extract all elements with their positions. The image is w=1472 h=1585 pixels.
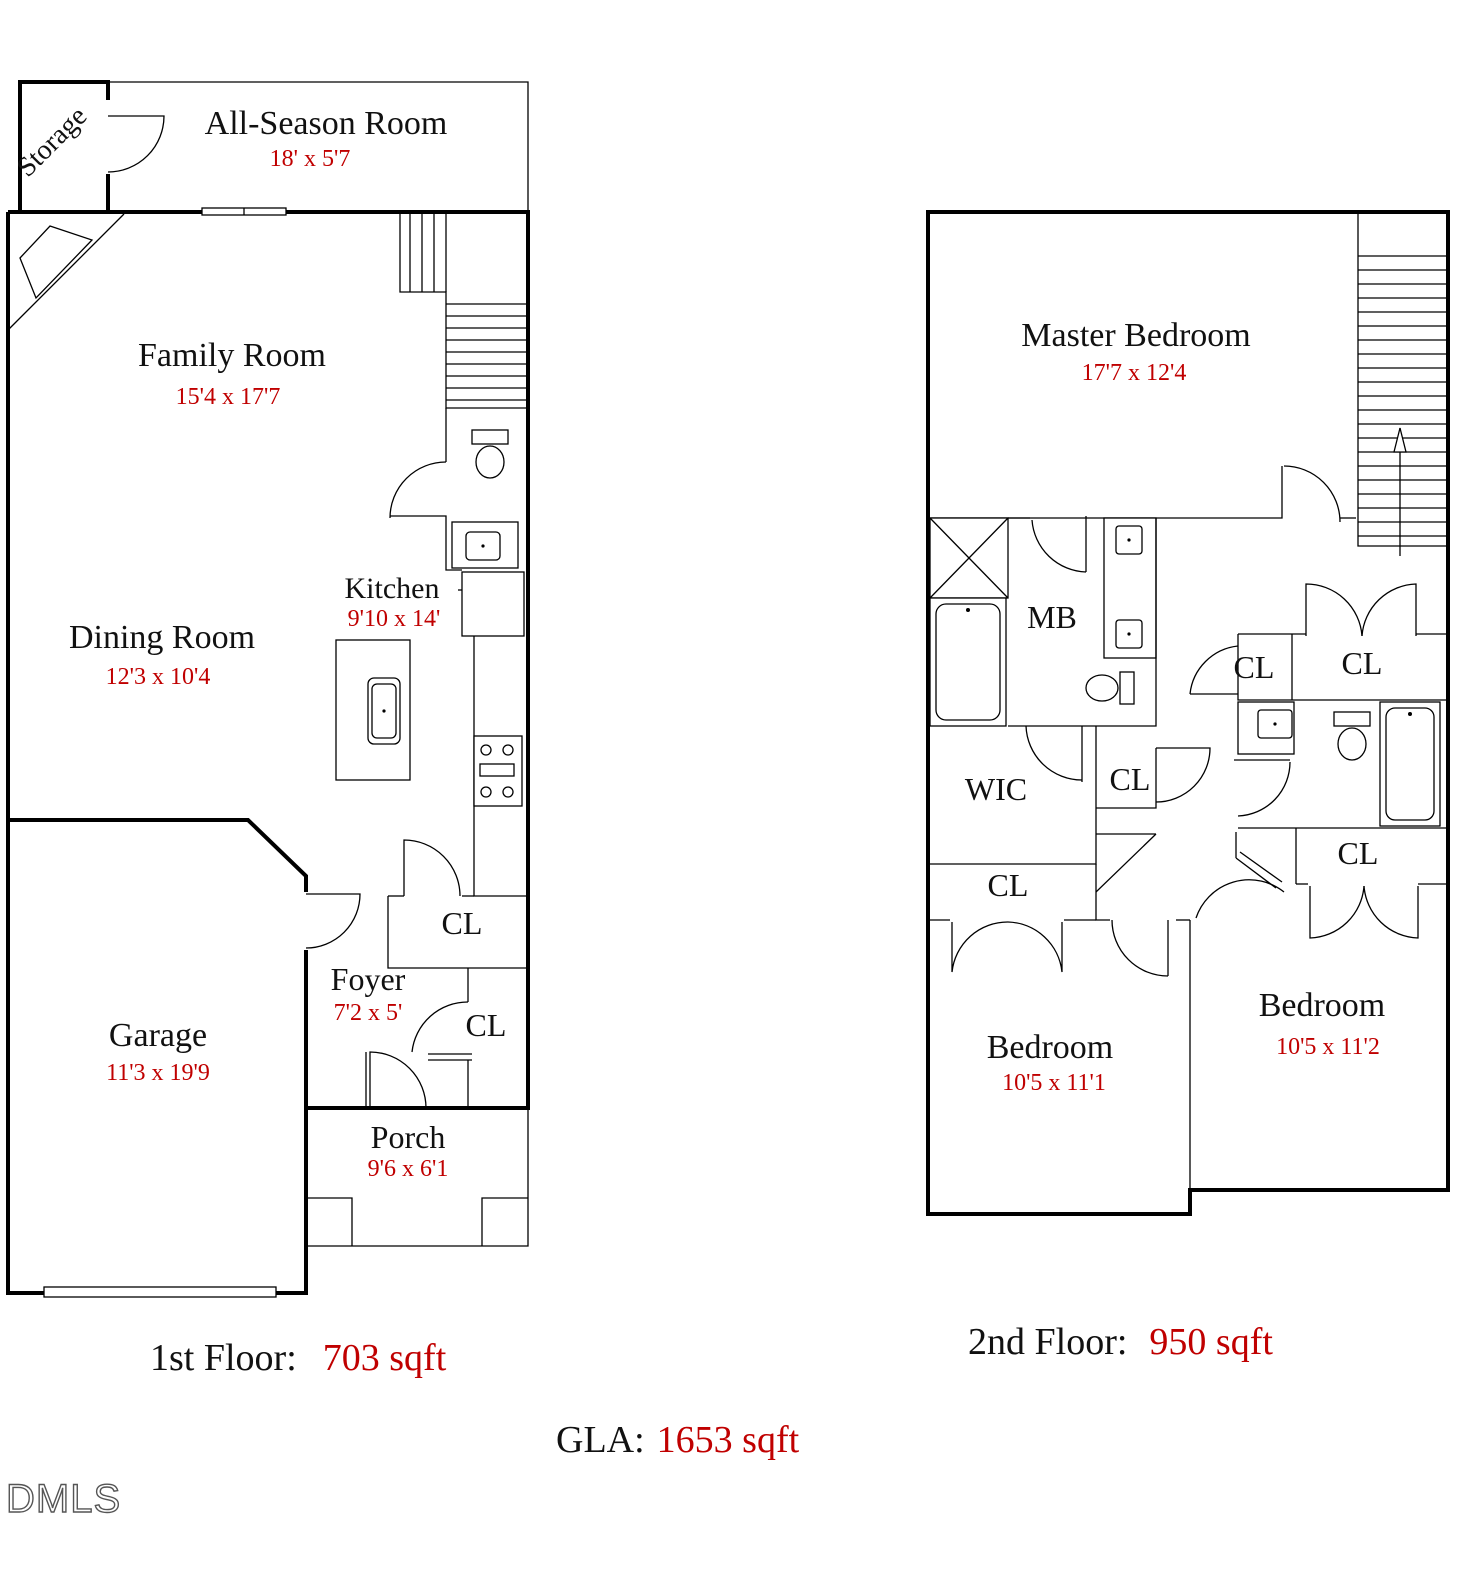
closet-c-label: CL [1234, 649, 1275, 685]
master-bedroom-dim: 17'7 x 12'4 [1082, 360, 1187, 386]
closet-d-label: CL [1342, 645, 1383, 681]
toilet-tank [1119, 671, 1135, 705]
toilet-icon [1085, 674, 1119, 702]
bedroom-left-dim: 10'5 x 11'1 [1002, 1070, 1106, 1096]
foyer-name: Foyer [331, 961, 406, 997]
family-room-dim: 15'4 x 17'7 [176, 384, 281, 410]
master-bedroom-door [1283, 465, 1341, 523]
bathtub-master [929, 597, 1007, 727]
master-bath [929, 516, 1157, 782]
dining-room-dim: 12'3 x 10'4 [106, 664, 211, 690]
master-bedroom-name: Master Bedroom [1021, 317, 1250, 354]
storage-door [107, 115, 165, 173]
master-bath-label: MB [1027, 599, 1077, 635]
kitchen-fixtures [335, 571, 528, 897]
main-exterior-walls [8, 210, 530, 1110]
bedroom-left-name: Bedroom [987, 1029, 1114, 1066]
porch-outline [305, 1110, 529, 1247]
all-season-room-name: All-Season Room [205, 105, 448, 142]
first-floor-summary: 1st Floor: 703 sqft [150, 1337, 447, 1379]
foyer-dim: 7'2 x 5' [334, 1000, 403, 1026]
garage-dim: 11'3 x 19'9 [106, 1060, 210, 1086]
toilet-icon [475, 445, 505, 479]
master-bath-door [1031, 519, 1087, 573]
second-floor-plan: Master Bedroom 17'7 x 12'4 MB CL CL WIC … [926, 210, 1450, 1216]
second-floor-summary: 2nd Floor: 950 sqft [968, 1321, 1273, 1363]
closet-e [1235, 828, 1446, 939]
garage-door [305, 893, 361, 949]
dining-room-name: Dining Room [69, 619, 255, 656]
hall-bath [1234, 701, 1446, 858]
first-floor-plan: Storage All-Season Room 18' x 5'7 Family… [6, 80, 530, 1298]
bedroom-right-dim: 10'5 x 11'2 [1276, 1034, 1380, 1060]
first-floor-sqft: 703 sqft [323, 1337, 447, 1379]
closet-c-door [1189, 645, 1239, 695]
porch-dim: 9'6 x 6'1 [368, 1156, 449, 1182]
gla-summary: GLA: 1653 sqft [556, 1419, 800, 1461]
watermark-logo: DMLS [6, 1477, 121, 1521]
range-control [479, 763, 515, 777]
bedroom-right-name: Bedroom [1259, 987, 1386, 1024]
all-season-room-dim: 18' x 5'7 [270, 146, 351, 172]
closet-2-label: CL [466, 1007, 507, 1043]
first-floor-label: 1st Floor: [150, 1337, 297, 1379]
gla-label: GLA: [556, 1419, 645, 1461]
closet-e-label: CL [1338, 835, 1379, 871]
toilet-tank [1333, 711, 1371, 727]
stairs-second-floor [1357, 214, 1446, 556]
closet-b [930, 919, 1096, 973]
fireplace-icon [19, 225, 94, 300]
wic-label: WIC [965, 771, 1027, 807]
closet-1-label: CL [442, 905, 483, 941]
kitchen-name: Kitchen [345, 572, 440, 605]
closet-1 [387, 839, 528, 969]
closet-a-label: CL [1110, 761, 1151, 797]
stairs-first-floor [399, 214, 528, 409]
bathtub-hall [1379, 701, 1441, 827]
wic-door [1025, 725, 1083, 781]
toilet-icon [1337, 727, 1367, 761]
closet-2 [411, 968, 472, 1106]
bedroom-left-door [1111, 919, 1169, 977]
family-room-name: Family Room [138, 337, 326, 374]
toilet-tank [471, 429, 509, 445]
second-floor-sqft: 950 sqft [1149, 1321, 1273, 1363]
garage-name: Garage [109, 1017, 207, 1054]
porch-name: Porch [371, 1119, 446, 1155]
front-door [369, 1051, 427, 1109]
all-season-room-outline [108, 81, 529, 212]
closet-a-door [1155, 747, 1211, 803]
kitchen-dim: 9'10 x 14' [348, 606, 441, 632]
fireplace-corner [7, 213, 125, 331]
storage-closet-walls [18, 80, 110, 210]
hall-door [1195, 879, 1285, 919]
gla-value: 1653 sqft [657, 1419, 800, 1461]
garage-overhead-door [43, 1286, 277, 1298]
closets-upper-right [1189, 583, 1446, 701]
garage-exterior-walls [6, 212, 308, 1295]
hall-bath-door [1237, 761, 1291, 817]
refrigerator [461, 571, 525, 637]
storage-label: Storage [11, 101, 93, 183]
half-bath [389, 408, 519, 571]
garage-wall [8, 818, 308, 892]
second-floor-label: 2nd Floor: [968, 1321, 1127, 1363]
closet-b-label: CL [988, 867, 1029, 903]
